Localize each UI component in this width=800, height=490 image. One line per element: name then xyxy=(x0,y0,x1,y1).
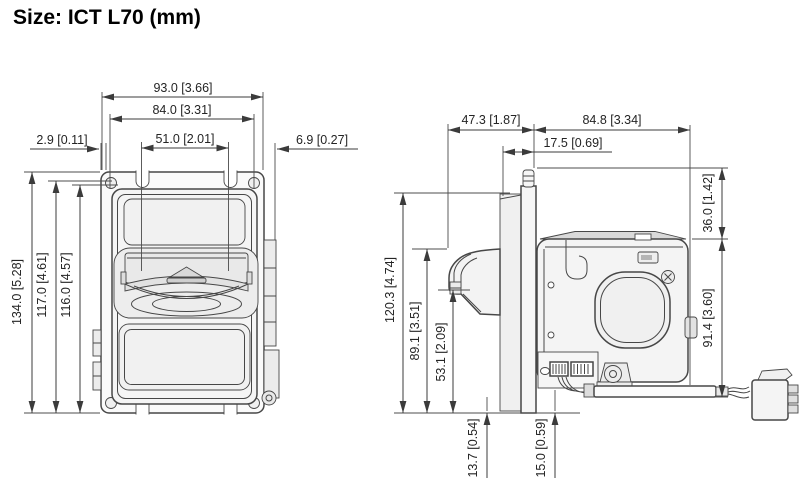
upper-panel xyxy=(123,198,246,246)
plug-pin xyxy=(787,384,799,394)
wire-harness xyxy=(727,386,751,399)
dim-offset-right: 6.9 [0.27] xyxy=(296,133,348,147)
screw-icon xyxy=(604,365,622,383)
plate-tab xyxy=(522,169,535,188)
drum-inner xyxy=(600,277,665,343)
dim-height-mouth-top: 89.1 [3.51] xyxy=(408,301,422,360)
dim-height-overall: 120.3 [4.74] xyxy=(383,257,397,323)
lower-panel-inner xyxy=(124,329,245,385)
hole xyxy=(547,281,555,289)
slot-flap xyxy=(124,275,249,292)
plug-pin xyxy=(787,394,799,404)
mounting-plate xyxy=(520,185,537,414)
dim-height-inner: 116.0 [4.57] xyxy=(59,252,73,317)
dim-width-bezel: 84.0 [3.31] xyxy=(152,103,211,117)
mount-notch xyxy=(223,170,238,188)
lower-panel xyxy=(118,323,251,391)
bezel-panel xyxy=(499,193,522,412)
mount-notch xyxy=(135,170,150,188)
dim-height-foot-rear: 15.0 [0.59] xyxy=(534,418,548,477)
side-latch xyxy=(684,316,698,339)
dim-width-slot: 51.0 [2.01] xyxy=(155,132,214,146)
main-body xyxy=(536,231,698,383)
front-view: 93.0 [3.66] 84.0 [3.31] 51.0 [2.01] 2.9 … xyxy=(10,81,358,415)
insert-arrow-icon xyxy=(168,266,205,278)
dim-height-top: 36.0 [1.42] xyxy=(701,173,715,232)
plug-pin xyxy=(787,404,799,414)
front-extension-lines xyxy=(24,92,276,414)
dim-depth-body: 84.8 [3.34] xyxy=(582,113,641,127)
cable-sleeve xyxy=(593,385,717,398)
lower-assembly xyxy=(537,351,799,421)
plug-latch xyxy=(757,368,793,381)
page-title: Size: ICT L70 (mm) xyxy=(13,6,201,29)
side-tabs xyxy=(92,329,102,391)
dim-height-bezel: 117.0 [4.61] xyxy=(35,252,49,317)
screw-icon xyxy=(105,177,117,189)
dim-height-mouth-bottom: 53.1 [2.09] xyxy=(434,322,448,381)
dim-height-body: 91.4 [3.60] xyxy=(701,288,715,347)
side-latch-bracket xyxy=(261,239,280,406)
drum xyxy=(594,271,671,349)
mounting-hook-slot xyxy=(565,240,588,280)
ferrule xyxy=(583,383,595,398)
hole xyxy=(547,331,555,339)
dim-width-outer: 93.0 [3.66] xyxy=(153,81,212,95)
side-view: 47.3 [1.87] 84.8 [3.34] 17.5 [0.69] 36.0… xyxy=(383,113,799,478)
front-dimension-lines xyxy=(28,93,358,413)
dim-depth-front: 47.3 [1.87] xyxy=(461,113,520,127)
side-dimension-lines xyxy=(399,126,726,478)
screw-icon xyxy=(261,390,277,406)
hole xyxy=(540,367,550,375)
dim-offset-left: 2.9 [0.11] xyxy=(36,133,87,147)
connector-plug xyxy=(751,379,789,421)
dim-depth-plate: 17.5 [0.69] xyxy=(543,136,602,150)
dim-height-outer: 134.0 [5.28] xyxy=(10,259,24,325)
dim-height-foot-front: 13.7 [0.54] xyxy=(466,418,480,477)
body-top-face xyxy=(539,231,687,240)
bill-slot xyxy=(113,247,259,319)
top-tab xyxy=(634,233,652,241)
entry-horn xyxy=(448,248,501,316)
